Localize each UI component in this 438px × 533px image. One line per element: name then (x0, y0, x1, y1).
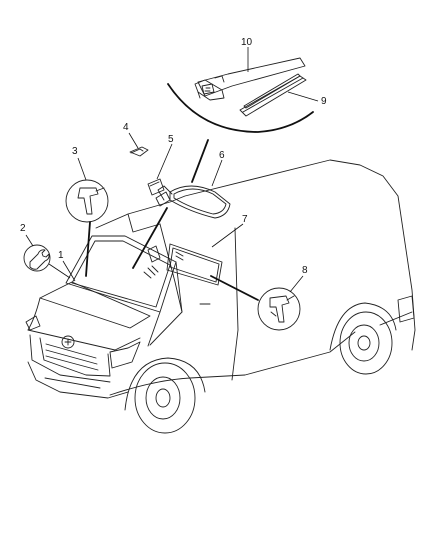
callout-10: 10 (241, 37, 253, 48)
callout-8: 8 (302, 265, 308, 276)
adhesive-gun-icon (269, 295, 290, 323)
callout-4: 4 (123, 122, 129, 133)
callout-7: 7 (242, 214, 248, 225)
callout-5: 5 (168, 134, 174, 145)
adhesive-gun-icon (77, 187, 99, 215)
leader-lines (25, 47, 319, 301)
callout-3: 3 (72, 146, 78, 157)
item-9-trim-strip (239, 73, 307, 117)
item-4-sensor (129, 146, 149, 157)
callout-2: 2 (20, 223, 26, 234)
callout-labels: 1 2 3 4 5 6 7 8 9 10 (20, 37, 327, 276)
item-8-adhesive-circle (257, 287, 301, 331)
leader-mirror-to-windshield (132, 139, 209, 269)
item-10-mirror-base (194, 57, 306, 101)
item-5-mirror-pad (147, 178, 171, 207)
detail-arc (167, 83, 314, 133)
item-3-adhesive-circle (65, 179, 109, 223)
wrench-icon (29, 249, 50, 270)
callout-1: 1 (58, 250, 64, 261)
callout-6: 6 (219, 150, 225, 161)
item-2-wrench-circle (23, 244, 51, 272)
van-body (25, 159, 416, 434)
callout-9: 9 (321, 96, 327, 107)
